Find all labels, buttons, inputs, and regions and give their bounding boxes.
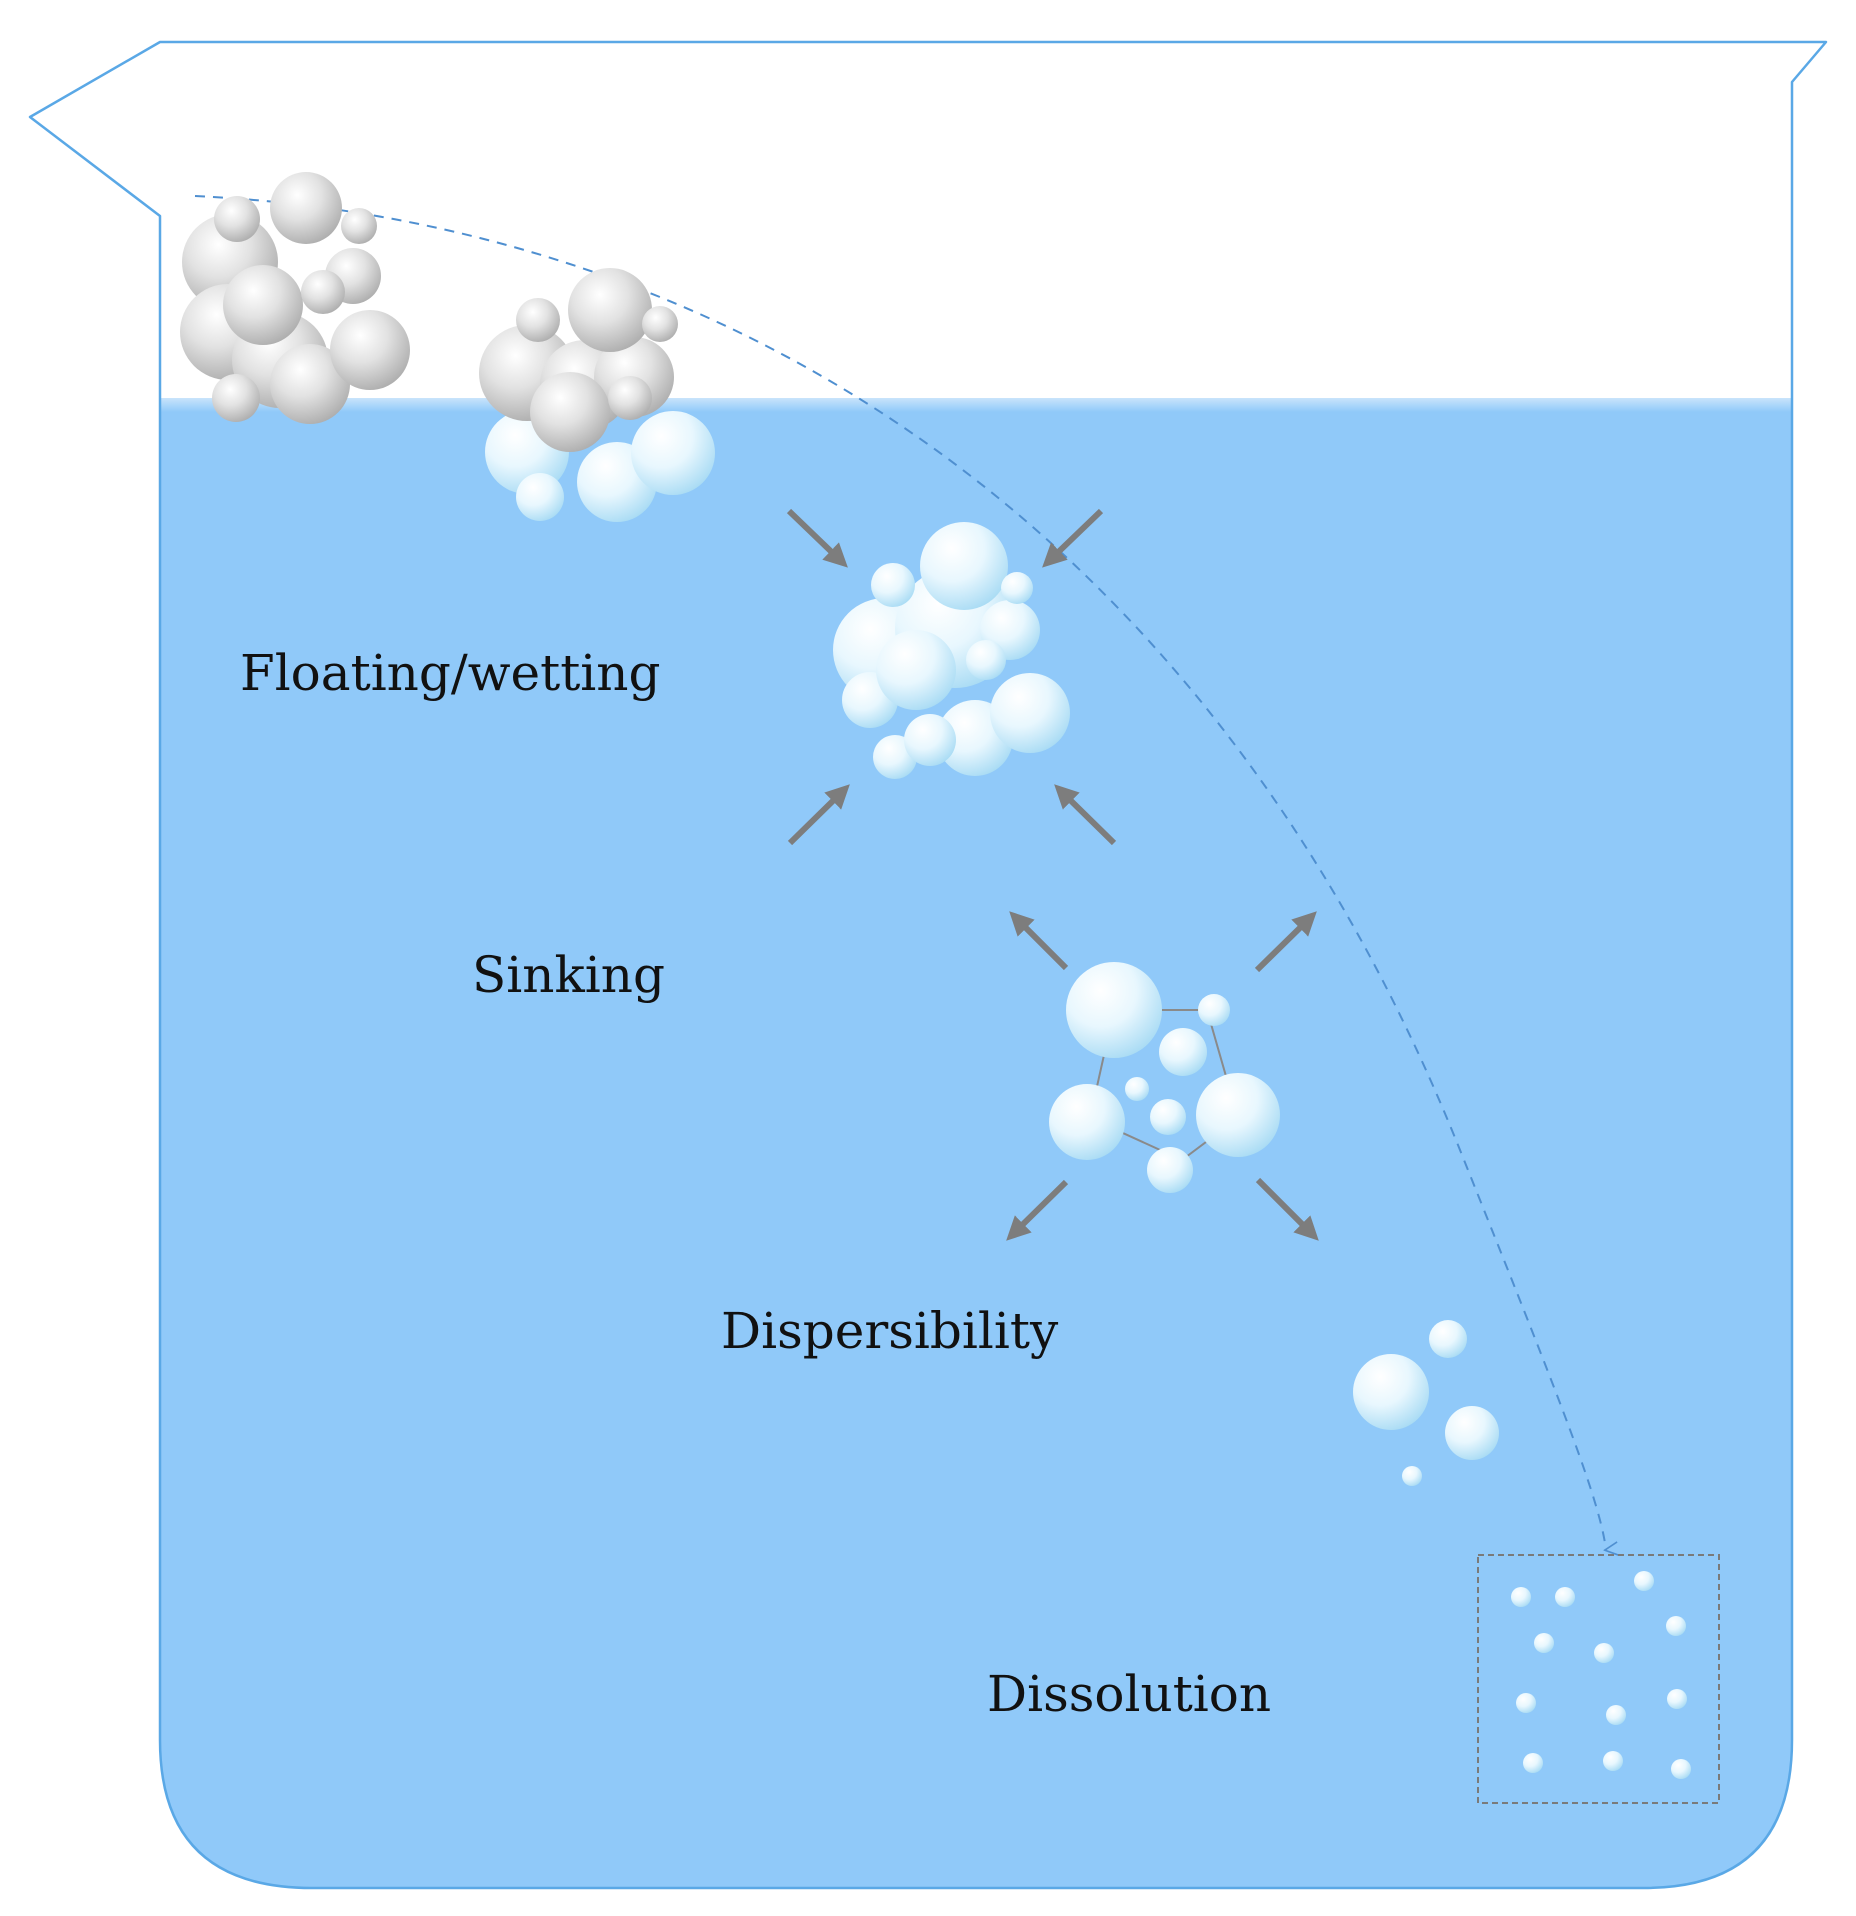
dissolved-particle-icon xyxy=(1603,1751,1623,1771)
particle-icon xyxy=(1445,1406,1499,1460)
dissolved-particle-icon xyxy=(1594,1643,1614,1663)
dissolved-particle-icon xyxy=(1671,1759,1691,1779)
arrow-icon xyxy=(1006,1179,1069,1241)
dissolved-particle-icon xyxy=(1534,1633,1554,1653)
arrow-icon xyxy=(1054,784,1117,846)
dissolved-particle-icon xyxy=(1511,1587,1531,1607)
dissolved-particle-icon xyxy=(1555,1587,1575,1607)
beaker-icon xyxy=(28,40,1828,1890)
arrow-icon xyxy=(787,784,850,846)
arrow-icon xyxy=(786,508,848,568)
dissolved-particle-icon xyxy=(1523,1753,1543,1773)
powder-cluster-icon xyxy=(180,172,410,424)
dissolution-path xyxy=(194,195,1606,1550)
scattered-particles xyxy=(1353,1320,1499,1486)
arrow-icon xyxy=(1254,911,1317,973)
dissolved-particle-icon xyxy=(1666,1616,1686,1636)
dissolution-label: Dissolution xyxy=(987,1665,1272,1723)
particle-icon xyxy=(1402,1466,1422,1486)
dissolved-particle-icon xyxy=(1667,1689,1687,1709)
dispersing-cluster-icon xyxy=(1049,962,1280,1193)
sinking-cluster-icon xyxy=(833,522,1070,779)
outward-arrows xyxy=(1006,911,1319,1241)
dispersibility-label: Dispersibility xyxy=(721,1302,1059,1360)
wetting-cluster-icon xyxy=(479,268,715,522)
dissolved-particle-icon xyxy=(1634,1571,1654,1591)
particle-icon xyxy=(1429,1320,1467,1358)
arrow-icon xyxy=(1042,508,1104,568)
sinking-label: Sinking xyxy=(472,946,665,1004)
arrow-icon xyxy=(1009,911,1069,971)
dissolution-box xyxy=(1477,1554,1720,1804)
floating-wetting-label: Floating/wetting xyxy=(240,644,661,702)
dissolved-particle-icon xyxy=(1606,1705,1626,1725)
dissolved-particle-icon xyxy=(1516,1693,1536,1713)
particle-icon xyxy=(1353,1354,1429,1430)
arrow-icon xyxy=(1255,1177,1319,1241)
inward-arrows xyxy=(786,508,1117,846)
